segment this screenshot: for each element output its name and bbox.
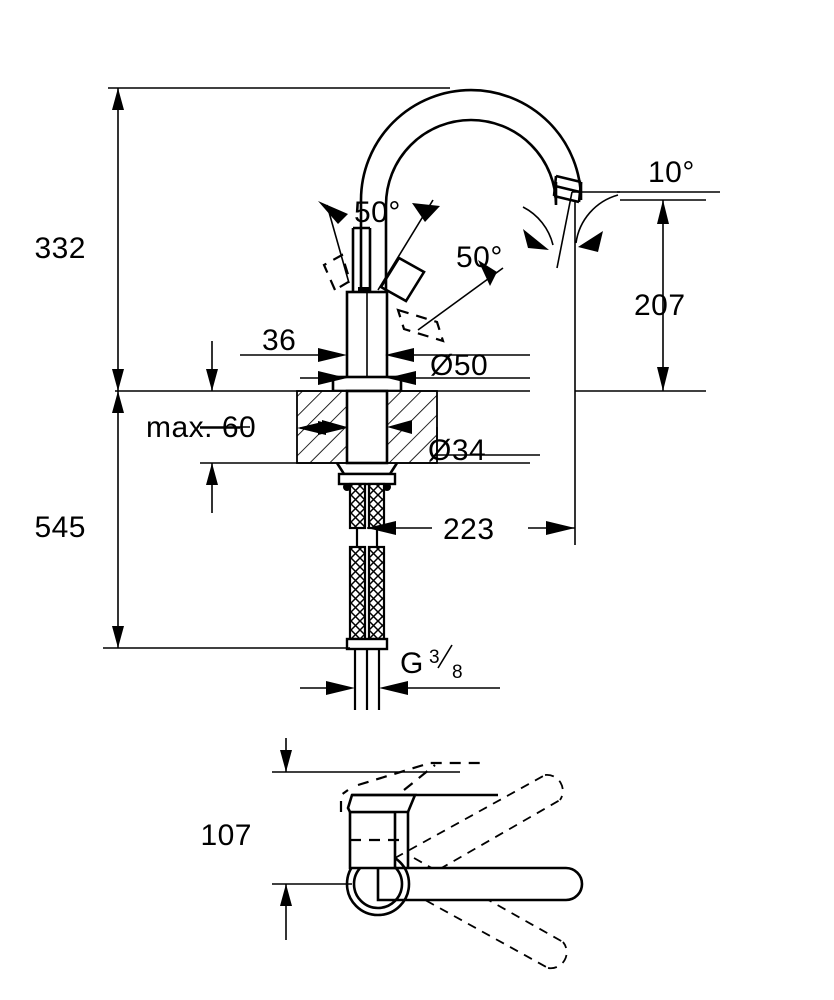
ghost-lower-cap <box>547 941 568 970</box>
dim-60-leader-arrow-right <box>297 421 326 435</box>
thread-arrow-left <box>326 681 355 695</box>
angle-left-leader <box>326 204 350 284</box>
thread-fraction-bar <box>437 644 453 669</box>
angle-arrow-lower <box>478 260 497 286</box>
aerator-line-mid <box>554 184 581 194</box>
dim-332-label: 332 <box>34 232 86 265</box>
lever-angle-right-label: 50° <box>456 241 503 274</box>
dim-60-arrow-bottom <box>206 463 218 485</box>
dimension-223: 223 <box>367 200 576 546</box>
dia-34-arrow-right <box>387 420 412 434</box>
thread-denominator-label: 8 <box>452 662 463 683</box>
dim-545-label: 545 <box>34 511 86 544</box>
dimension-545: 545 <box>34 391 350 649</box>
dim-36-label: 36 <box>262 324 296 357</box>
dim-207-arrow-bottom <box>657 367 669 391</box>
threaded-shank <box>345 389 389 465</box>
spout-inner-profile <box>384 118 558 300</box>
plan-lever-solid <box>346 793 417 814</box>
dim-107-arrow-bottom <box>280 884 292 906</box>
lever-pivot-tab <box>358 287 369 293</box>
spout-tilt-label: 10° <box>648 156 695 189</box>
spout-assembly <box>359 88 583 300</box>
dim-207-label: 207 <box>634 289 686 322</box>
aerator-edge-left <box>552 175 558 197</box>
dim-36-arrow-right <box>318 348 347 362</box>
dim-dia-34-label: Ø34 <box>428 434 486 467</box>
hose-lower-right <box>367 545 386 641</box>
thread-numerator-label: 3 <box>429 647 440 668</box>
tilt-arc-right <box>575 194 619 244</box>
dimension-207: 207 <box>575 199 706 392</box>
plan-view <box>339 761 584 970</box>
dim-107-label: 107 <box>200 819 252 852</box>
lever-paddle-ghost-right <box>396 308 445 343</box>
tilt-arc-left <box>522 206 554 246</box>
aerator-line-top <box>555 174 582 184</box>
outlet-centreline <box>556 191 573 269</box>
dim-545-arrow-bottom <box>112 626 124 648</box>
thread-letter-label: G <box>400 647 424 680</box>
dimension-dia-34: Ø34 <box>200 420 540 467</box>
lever-angle-annotations: 50° 50° <box>318 196 504 331</box>
angle-arrow-left <box>318 201 348 224</box>
dim-223-text-mask <box>432 512 528 544</box>
dim-545-arrow-top <box>112 391 124 413</box>
plan-spout-ghost-upper <box>394 774 564 886</box>
dimension-thread: G 3 8 <box>300 644 500 695</box>
spout-outer-profile <box>359 88 583 300</box>
ghost-upper-edge-b <box>411 799 561 886</box>
tilt-arrow-left <box>523 229 549 250</box>
lever-angle-left-label: 50° <box>354 196 401 229</box>
dim-107-arrow-top <box>280 750 292 772</box>
dim-60-arrow-top <box>206 369 218 391</box>
fixing-nut <box>337 472 397 486</box>
dim-332-arrow-top <box>112 88 124 110</box>
hose-upper-right <box>367 482 386 530</box>
plan-lever-ghost-diag <box>403 764 436 791</box>
plan-lever-ghost-top <box>357 761 487 787</box>
hose-ferrule <box>345 637 389 651</box>
plan-spout-solid <box>376 866 584 902</box>
thread-arrow-right <box>379 681 408 695</box>
plan-lever-ghost-left <box>339 789 349 812</box>
dim-223-arrow-left <box>367 521 396 535</box>
flexible-hoses <box>345 482 389 710</box>
lever-paddle-ghost-left <box>322 253 352 292</box>
dimension-dia-50: Ø50 <box>300 290 530 385</box>
hose-lower-left <box>348 545 367 641</box>
dim-223-label: 223 <box>443 513 495 546</box>
dim-dia-50-label: Ø50 <box>430 349 488 382</box>
dimension-332: 332 <box>34 87 450 391</box>
dimension-36: 36 <box>240 324 348 378</box>
angle-arrow-upper-right <box>412 203 440 222</box>
lever-paddle-open <box>379 256 426 303</box>
dim-207-arrow-top <box>657 200 669 224</box>
ghost-upper-edge-a <box>394 774 546 859</box>
dia-50-arrow-left <box>318 371 347 385</box>
dimension-107: 107 <box>200 738 460 940</box>
dim-332-arrow-bottom <box>112 369 124 391</box>
ghost-lower-edge-a <box>397 884 549 969</box>
dim-223-arrow-right <box>546 521 575 535</box>
base-flange <box>331 375 403 393</box>
spout-tilt-annotation: 10° <box>522 156 720 269</box>
dia-50-arrow-right <box>387 371 416 385</box>
tilt-arrow-right <box>578 231 603 252</box>
ghost-upper-cap <box>544 774 564 801</box>
hose-upper-left <box>348 482 367 530</box>
dia-50-arrow <box>385 348 414 362</box>
dia-34-leader-kink <box>436 427 540 456</box>
dia-34-arrow-left <box>322 420 347 434</box>
